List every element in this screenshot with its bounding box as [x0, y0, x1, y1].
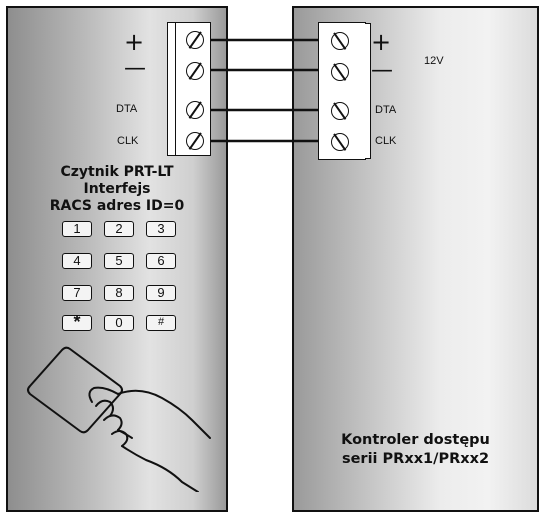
controller-clk-label: CLK — [375, 135, 397, 147]
key-2[interactable]: 2 — [104, 221, 134, 237]
controller-title-line-2: serii PRxx1/PRxx2 — [341, 451, 490, 467]
screw-terminal-icon — [186, 101, 204, 119]
screw-terminal-icon — [331, 63, 349, 81]
screw-terminal-icon — [186, 132, 204, 150]
screw-terminal-icon — [186, 31, 204, 49]
voltage-label: 12V — [424, 55, 444, 67]
key-7[interactable]: 7 — [62, 285, 92, 301]
reader-title-line-3: RACS adres ID=0 — [49, 198, 185, 214]
screw-terminal-icon — [331, 102, 349, 120]
key-8[interactable]: 8 — [104, 285, 134, 301]
controller-title-line-1: Kontroler dostępu — [341, 432, 490, 448]
screw-terminal-icon — [331, 133, 349, 151]
key-4[interactable]: 4 — [62, 253, 92, 269]
key-9[interactable]: 9 — [146, 285, 176, 301]
key-1[interactable]: 1 — [62, 221, 92, 237]
hand-holding-card-icon — [27, 346, 211, 492]
reader-title-line-1: Czytnik PRT-LT — [60, 164, 174, 180]
key-hash[interactable]: # — [146, 315, 176, 331]
key-0[interactable]: 0 — [104, 315, 134, 331]
key-star[interactable]: * — [62, 313, 92, 331]
reader-clk-label: CLK — [117, 135, 139, 147]
key-3[interactable]: 3 — [146, 221, 176, 237]
reader-minus-sign: — — [124, 56, 146, 81]
terminal-notch — [168, 89, 176, 122]
controller-title: Kontroler dostępu serii PRxx1/PRxx2 — [292, 431, 539, 469]
terminal-notch — [168, 23, 176, 56]
controller-terminal-block — [318, 22, 371, 160]
controller-plus-sign: + — [371, 28, 392, 56]
reader-terminal-block — [167, 22, 211, 156]
reader-plus-sign: + — [124, 28, 145, 56]
controller-dta-label: DTA — [375, 104, 397, 116]
terminal-edge — [365, 23, 371, 159]
terminal-notch — [168, 122, 176, 155]
reader-title-line-2: Interfejs — [83, 181, 151, 197]
key-6[interactable]: 6 — [146, 253, 176, 269]
screw-terminal-icon — [186, 62, 204, 80]
screw-terminal-icon — [331, 32, 349, 50]
key-5[interactable]: 5 — [104, 253, 134, 269]
reader-dta-label: DTA — [116, 103, 138, 115]
controller-minus-sign: — — [371, 58, 393, 83]
terminal-notch — [168, 56, 176, 89]
